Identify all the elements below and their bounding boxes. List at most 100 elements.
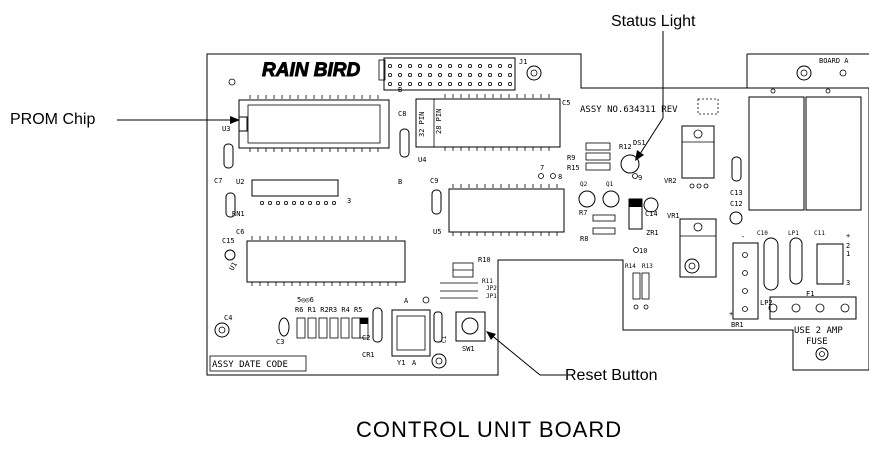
svg-text:C7: C7 <box>214 177 222 185</box>
svg-text:U2: U2 <box>236 178 244 186</box>
svg-text:10: 10 <box>639 247 647 255</box>
pin-dot <box>397 82 402 87</box>
pin-dot <box>437 73 442 78</box>
resistor <box>340 317 350 339</box>
pin-dot <box>457 64 462 69</box>
jumpers-r10: R10 R11 JP2 JP1 <box>440 256 497 300</box>
svg-text:C13: C13 <box>730 189 743 197</box>
main-board-outline <box>206 53 869 376</box>
pin-dot <box>387 73 392 78</box>
j1-connector: J1 <box>378 57 527 91</box>
svg-text:32 PIN: 32 PIN <box>418 112 426 137</box>
pin-dot <box>467 64 472 69</box>
pin-dot <box>457 73 462 78</box>
pin-dot <box>477 64 482 69</box>
pin-dot <box>487 82 492 87</box>
pin-dot <box>417 73 422 78</box>
pin-dot <box>477 73 482 78</box>
sw1-reset-button: SW1 <box>455 311 486 353</box>
pin-dot <box>437 64 442 69</box>
pin-dot <box>477 82 482 87</box>
svg-text:C10: C10 <box>757 230 768 237</box>
svg-text:C4: C4 <box>224 314 232 322</box>
f1-fuse: LP2 F1 USE 2 AMP FUSE <box>760 290 857 347</box>
pin-dot <box>457 82 462 87</box>
svg-text:Reset Button: Reset Button <box>565 367 658 384</box>
svg-text:VR2: VR2 <box>664 177 677 185</box>
resistor <box>329 317 339 339</box>
svg-text:5◎◎6: 5◎◎6 <box>297 296 314 304</box>
svg-text:RAIN BIRD: RAIN BIRD <box>262 60 360 81</box>
pin-dot <box>267 200 272 205</box>
svg-text:LP2: LP2 <box>760 299 773 307</box>
svg-text:Q2: Q2 <box>580 181 588 188</box>
prom-chip-callout: PROM Chip <box>10 111 240 128</box>
svg-text:A: A <box>412 359 417 367</box>
pin-dot <box>427 82 432 87</box>
pin-dot <box>487 64 492 69</box>
svg-text:BR1: BR1 <box>731 321 744 329</box>
svg-text:C11: C11 <box>814 230 825 237</box>
pin-dot <box>487 73 492 78</box>
svg-text:CR1: CR1 <box>362 351 375 359</box>
svg-text:3: 3 <box>846 279 850 287</box>
assy-date-code: ASSY DATE CODE <box>209 355 307 372</box>
board-a-relays: BOARD A <box>748 57 862 211</box>
br1-bridge: - + BR1 <box>729 233 759 329</box>
svg-text:C2: C2 <box>362 334 370 342</box>
svg-text:B: B <box>398 86 402 94</box>
rain-bird-logo: RAIN BIRD <box>262 60 361 82</box>
pin-dot <box>407 64 412 69</box>
resistor <box>351 317 361 339</box>
svg-text:VR1: VR1 <box>667 212 680 220</box>
svg-text:LP1: LP1 <box>788 230 799 237</box>
pin-dot <box>387 64 392 69</box>
svg-text:C6: C6 <box>236 228 244 236</box>
pin-dot <box>447 64 452 69</box>
y1-crystal: A Y1 A C1 <box>391 296 448 367</box>
u2-chip: U2 RN1 3 <box>232 178 351 218</box>
u3-prom-chip: U3 <box>222 95 390 152</box>
rev-box <box>697 98 719 115</box>
svg-text:JP2: JP2 <box>486 285 497 292</box>
vr1-regulator: VR1 <box>667 212 717 278</box>
assy-number-label: ASSY NO.634311 REV <box>580 105 678 115</box>
svg-text:SW1: SW1 <box>462 345 475 353</box>
ds1-status-light: DS1 9 <box>620 139 646 182</box>
svg-text:R12: R12 <box>619 143 632 151</box>
u4-chip: 32 PIN 28 PIN C8 U4 C5 B B <box>398 86 570 186</box>
svg-text:U1: U1 <box>228 261 239 272</box>
svg-text:RN1: RN1 <box>232 210 245 218</box>
pin-dot <box>507 73 512 78</box>
pin-dot <box>427 64 432 69</box>
svg-text:+: + <box>846 232 850 240</box>
svg-text:3: 3 <box>347 197 351 205</box>
left-capacitors: C7 C6 C15 C4 <box>214 128 410 322</box>
svg-text:JP1: JP1 <box>486 293 497 300</box>
svg-text:J1: J1 <box>519 58 527 66</box>
pin-dot <box>507 82 512 87</box>
svg-text:F1: F1 <box>806 290 814 298</box>
svg-text:Y1: Y1 <box>397 359 405 367</box>
resistor <box>307 317 317 339</box>
transistors-q1-q2: Q2 Q1 R7 R8 ZR1 C14 10 <box>578 181 659 255</box>
svg-text:1: 1 <box>846 250 850 258</box>
resistor-row: R6 R1 R2R3 R4 R5 5◎◎6 C3 C2 CR1 <box>276 296 383 359</box>
pin-dot <box>307 200 312 205</box>
svg-text:C3: C3 <box>276 338 284 346</box>
pin-dot <box>417 82 422 87</box>
pin-dot <box>437 82 442 87</box>
pin-dot <box>397 73 402 78</box>
status-light-callout: Status Light <box>611 13 696 161</box>
svg-text:Q1: Q1 <box>606 181 614 188</box>
pin-dot <box>427 73 432 78</box>
svg-text:ASSY DATE CODE: ASSY DATE CODE <box>212 360 288 370</box>
vr2-regulator: VR2 <box>664 125 715 189</box>
pin-dot <box>417 64 422 69</box>
testpoints-7-8: 7 8 <box>538 164 562 181</box>
svg-text:R15: R15 <box>567 164 580 172</box>
resistor <box>296 317 306 339</box>
pin-dot <box>283 200 288 205</box>
